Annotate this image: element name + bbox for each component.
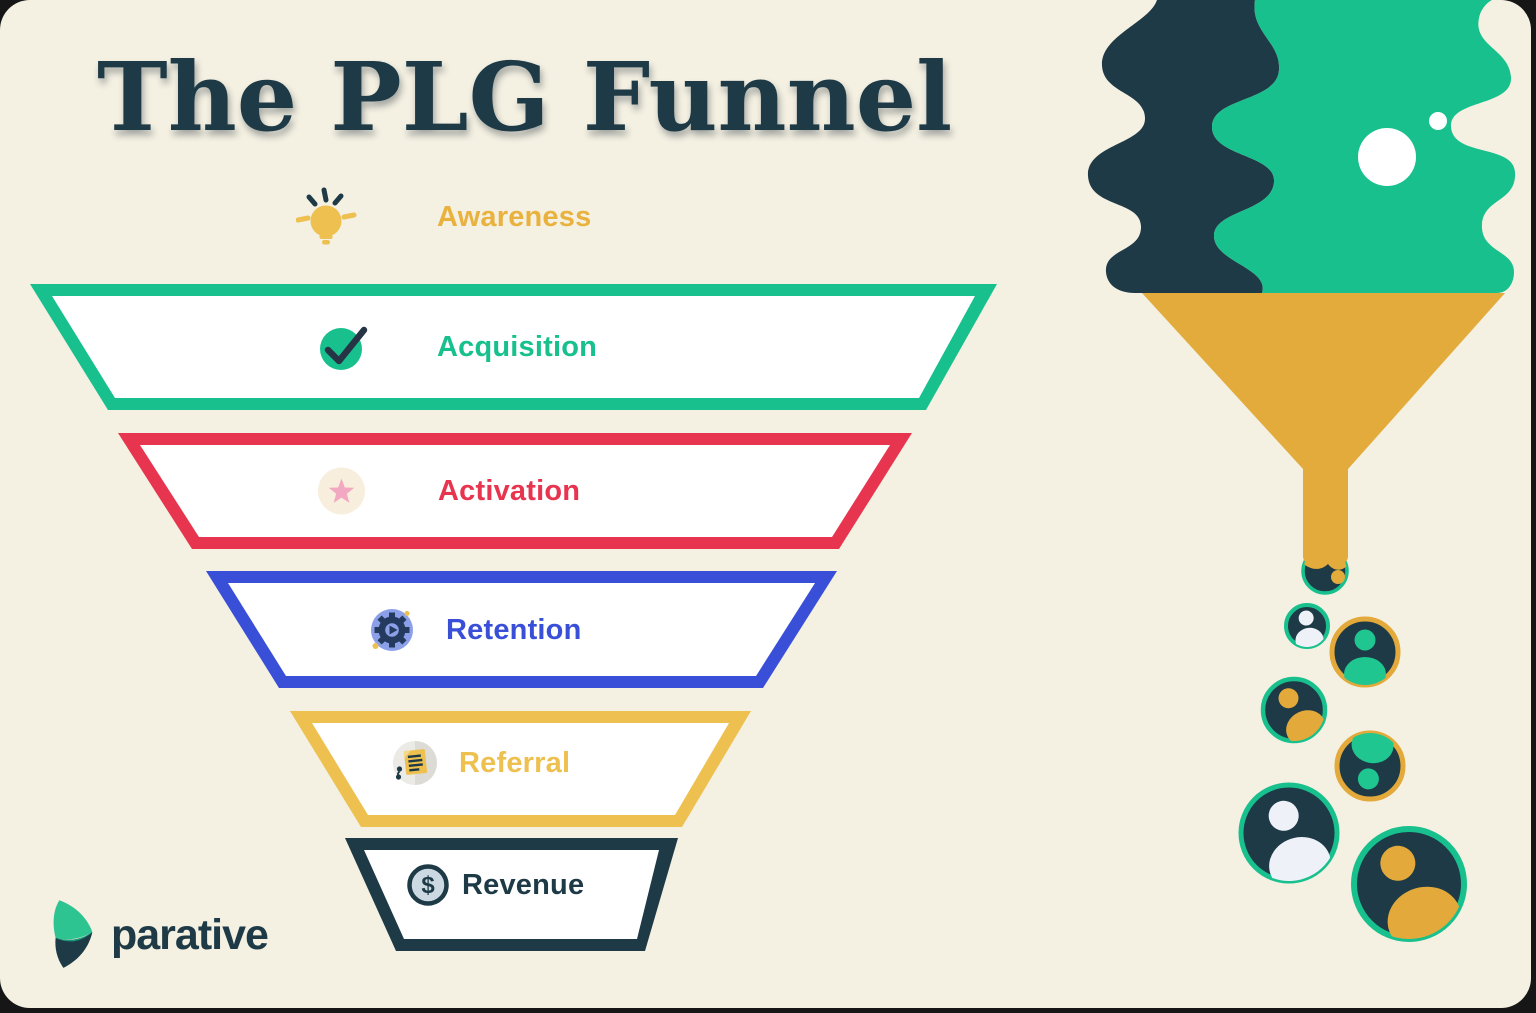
stage-row-referral: Referral bbox=[392, 740, 570, 786]
avatar-user-3 bbox=[1260, 676, 1328, 746]
dark-liquid-blob bbox=[1087, 0, 1280, 293]
checkmark-icon bbox=[320, 326, 368, 370]
bubble-large bbox=[1358, 128, 1416, 186]
parative-logo-icon bbox=[53, 900, 93, 968]
document-icon bbox=[393, 741, 437, 785]
tier-fill-activation bbox=[140, 445, 890, 537]
dollar-icon: $ bbox=[407, 864, 449, 906]
tier-acquisition bbox=[30, 284, 997, 410]
lightbulb-icon bbox=[296, 187, 357, 245]
stage-row-revenue: $ Revenue bbox=[406, 863, 584, 907]
tier-retention bbox=[206, 571, 837, 688]
stage-row-retention: Retention bbox=[369, 607, 582, 653]
stage-label-acquisition: Acquisition bbox=[437, 330, 598, 363]
stage-label-referral: Referral bbox=[459, 746, 571, 779]
avatar-user-5 bbox=[1238, 782, 1340, 892]
gear-icon bbox=[371, 609, 413, 651]
stage-label-retention: Retention bbox=[446, 613, 582, 646]
tier-referral bbox=[290, 711, 751, 827]
avatar-user-6 bbox=[1351, 826, 1467, 952]
avatar-user-4 bbox=[1334, 729, 1406, 802]
stage-label-revenue: Revenue bbox=[462, 868, 585, 901]
stage-row-awareness: Awareness bbox=[296, 187, 591, 247]
tier-fill-acquisition bbox=[52, 296, 975, 398]
brand-logo: parative bbox=[44, 894, 269, 976]
funnel-diagram bbox=[30, 284, 997, 951]
avatar-user-1 bbox=[1284, 603, 1330, 650]
tier-activation bbox=[118, 433, 912, 549]
svg-text:$: $ bbox=[421, 872, 435, 899]
stage-label-awareness: Awareness bbox=[437, 200, 592, 233]
star-icon bbox=[318, 467, 365, 515]
avatar-user-2 bbox=[1329, 616, 1401, 688]
stage-label-activation: Activation bbox=[438, 474, 581, 507]
brand-name: parative bbox=[111, 910, 269, 959]
page-title: The PLG Funnel bbox=[97, 42, 953, 153]
bubble-small bbox=[1429, 112, 1447, 130]
stage-row-activation: Activation bbox=[318, 467, 580, 515]
funnel-illustration bbox=[1087, 0, 1516, 952]
gold-funnel bbox=[1142, 293, 1505, 563]
tier-fill-retention bbox=[228, 583, 815, 676]
stage-row-acquisition: Acquisition bbox=[318, 323, 597, 371]
